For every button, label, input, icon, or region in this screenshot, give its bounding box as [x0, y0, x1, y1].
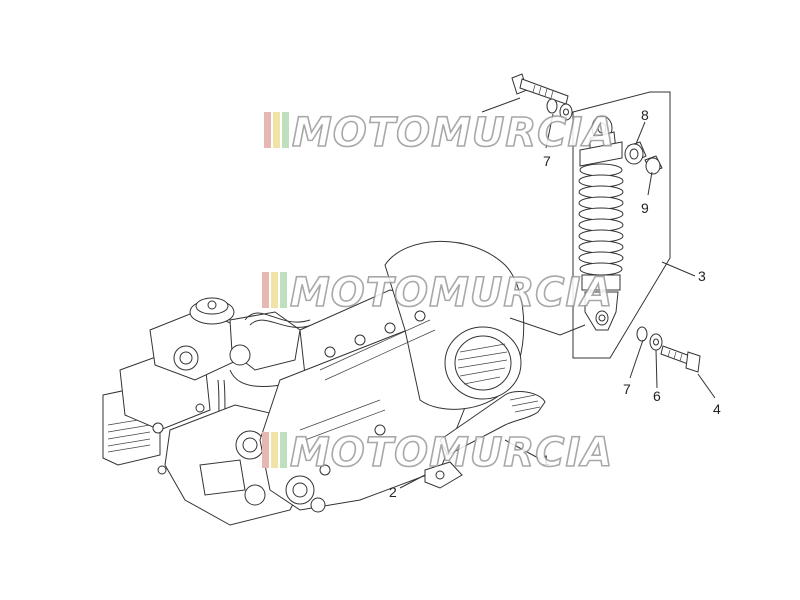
callout-8: 8: [641, 107, 649, 123]
svg-text:MOTOMURCIA: MOTOMURCIA: [290, 430, 613, 476]
callout-4: 4: [713, 401, 721, 417]
callout-2: 2: [389, 484, 397, 500]
callout-6: 6: [653, 388, 661, 404]
callout-7-lower: 7: [623, 381, 631, 397]
leader-lines: [399, 113, 716, 489]
rear-shock-absorber: [572, 91, 671, 359]
svg-text:MOTOMURCIA: MOTOMURCIA: [290, 270, 613, 316]
upper-spacer: [644, 155, 663, 175]
callout-3: 3: [698, 268, 706, 284]
shock-spring: [578, 141, 624, 291]
upper-bushing: [624, 141, 647, 165]
lower-mounting-bolt: [636, 326, 701, 373]
callout-7-upper: 7: [543, 153, 551, 169]
callout-1: 1: [542, 452, 550, 468]
watermark-top: MOTOMURCIA: [264, 109, 615, 157]
upper-mounting-bolt: [511, 73, 573, 121]
callout-9: 9: [641, 200, 649, 216]
svg-text:MOTOMURCIA: MOTOMURCIA: [292, 110, 615, 156]
watermark-middle: MOTOMURCIA: [262, 269, 613, 317]
engine-assembly: [102, 240, 586, 526]
callout-numbers: 7 8 9 3 7 6 4 1 2: [389, 107, 721, 500]
watermark-bottom: MOTOMURCIA: [262, 429, 613, 477]
